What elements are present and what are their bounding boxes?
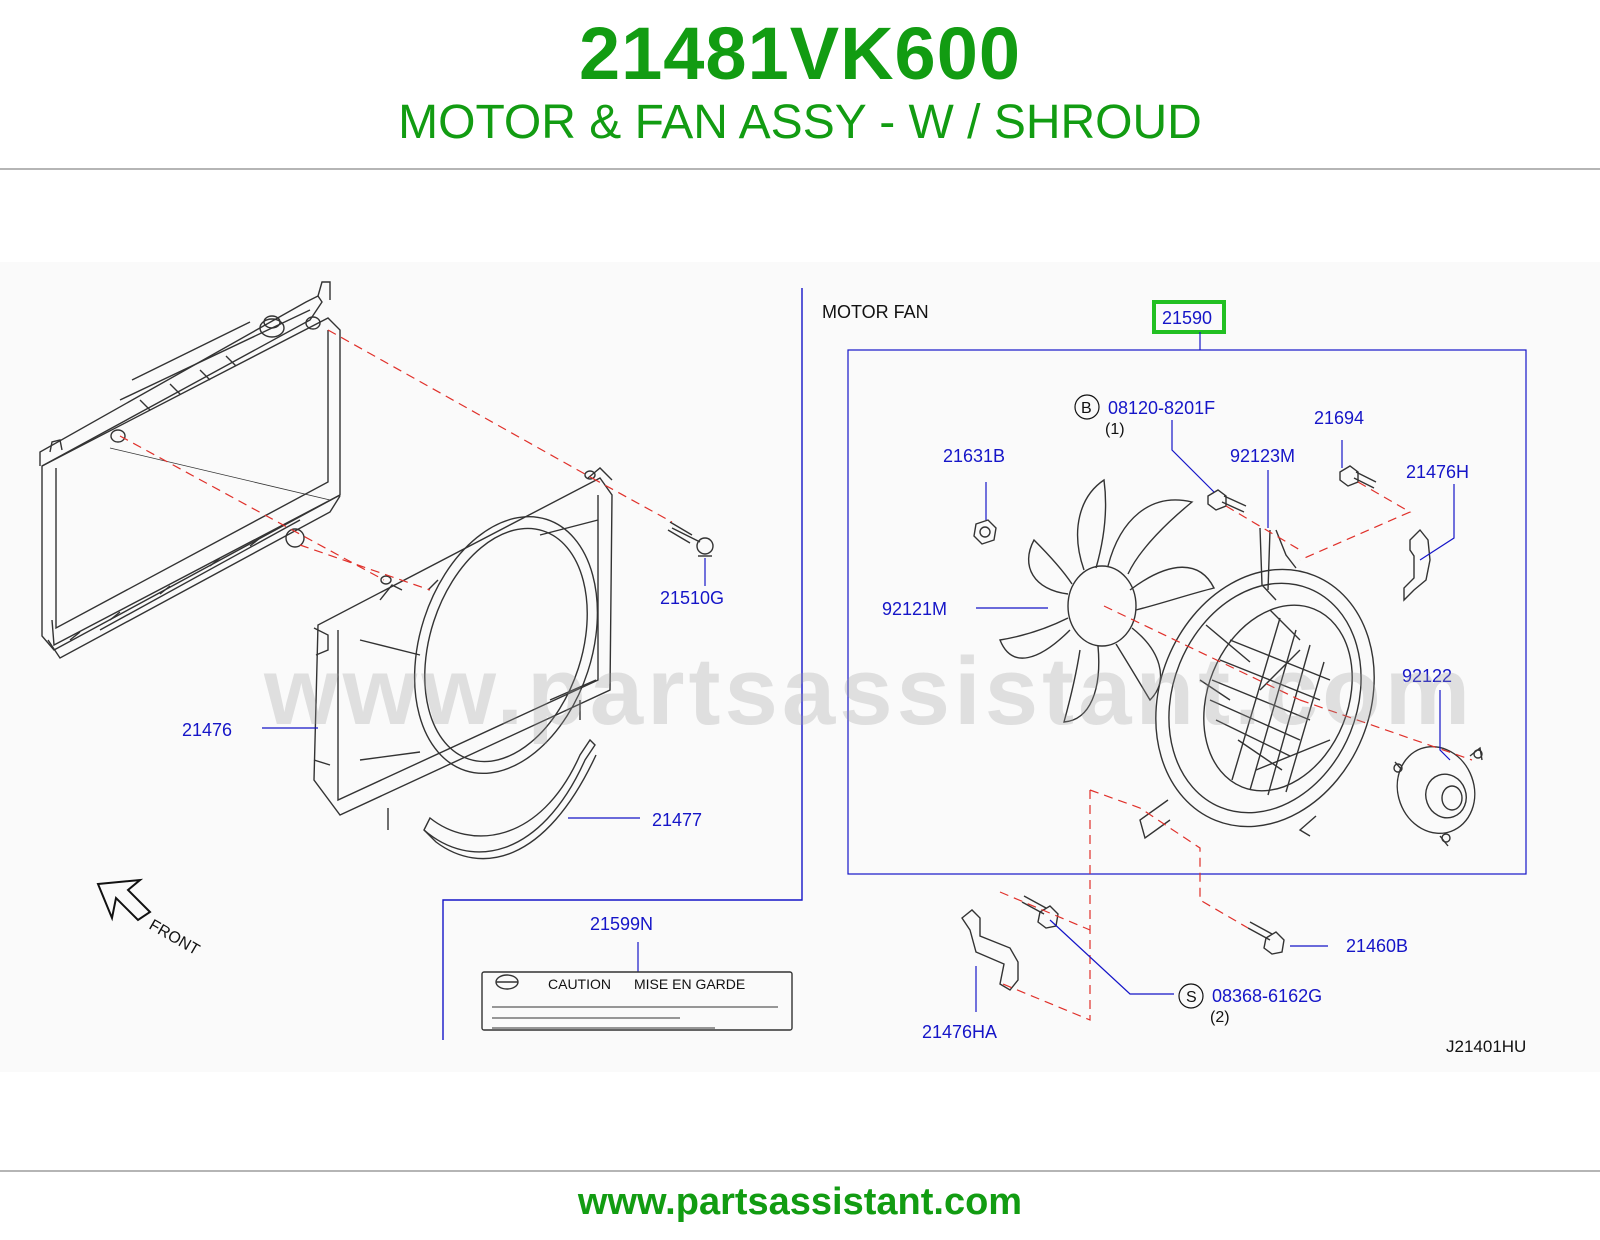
lower-shroud-drawing — [423, 738, 597, 860]
highlight-box — [1152, 300, 1226, 334]
callout-21476h: 21476H — [1406, 462, 1469, 482]
callout-21590: 21590 — [1162, 308, 1212, 328]
section-label: MOTOR FAN — [822, 302, 929, 322]
callout-08368-6162g: 08368-6162G — [1212, 986, 1322, 1006]
callout-21460b: 21460B — [1346, 936, 1408, 956]
motor-fan-assembly-box — [847, 332, 1527, 875]
bolt-s-marker: S — [1186, 989, 1197, 1006]
page-header: 21481VK600 MOTOR & FAN ASSY - W / SHROUD — [0, 0, 1600, 170]
callout-21631b: 21631B — [943, 446, 1005, 466]
shroud-drawing — [313, 467, 613, 830]
radiator-drawing — [39, 281, 341, 659]
callout-21476: 21476 — [182, 720, 232, 740]
fan-shroud-drawing — [1139, 527, 1375, 840]
header-divider — [0, 168, 1600, 170]
callout-leaders-right — [975, 420, 1455, 1012]
qty-08120-8201f: (1) — [1105, 421, 1125, 438]
callout-21510g: 21510G — [660, 588, 724, 608]
callout-21599n: 21599N — [590, 914, 653, 934]
mise-en-garde-text: MISE EN GARDE — [634, 976, 745, 992]
footer-url[interactable]: www.partsassistant.com — [577, 1181, 1023, 1223]
fan-motor-drawing — [1393, 745, 1483, 847]
callout-21477: 21477 — [652, 810, 702, 830]
caution-label-drawing — [481, 971, 793, 1031]
front-label: FRONT — [146, 917, 202, 959]
front-arrow-icon — [96, 878, 152, 922]
callout-21476ha: 21476HA — [922, 1022, 997, 1042]
callout-21694: 21694 — [1314, 408, 1364, 428]
callout-92122: 92122 — [1402, 666, 1452, 686]
diagram-canvas: FRONT CAUTION MISE EN GARDE MOTOR FAN 21… — [39, 281, 1527, 1056]
callout-92123m: 92123M — [1230, 446, 1295, 466]
bolt-b-marker: B — [1081, 400, 1092, 417]
dashed-leaders-left — [119, 329, 673, 591]
drawing-code: J21401HU — [1446, 1037, 1526, 1056]
bolt-markers — [1074, 394, 1204, 1009]
fan-blade-drawing — [999, 478, 1216, 723]
callout-08120-8201f: 08120-8201F — [1108, 398, 1215, 418]
qty-08368-6162g: (2) — [1210, 1009, 1230, 1026]
caution-text: CAUTION — [548, 976, 611, 992]
part-number: 21481VK600 — [578, 12, 1022, 95]
parts-diagram: FRONT CAUTION MISE EN GARDE MOTOR FAN 21… — [0, 262, 1600, 1072]
panel-divider — [442, 288, 803, 1040]
footer-divider — [0, 1170, 1600, 1172]
part-title: MOTOR & FAN ASSY - W / SHROUD — [398, 96, 1202, 149]
dashed-leaders-right — [997, 481, 1473, 1021]
callout-leaders-left — [262, 558, 706, 972]
watermark: www.partsassistant.com — [263, 638, 1474, 745]
bolt-21510g-drawing — [667, 521, 714, 557]
callout-92121m: 92121M — [882, 599, 947, 619]
